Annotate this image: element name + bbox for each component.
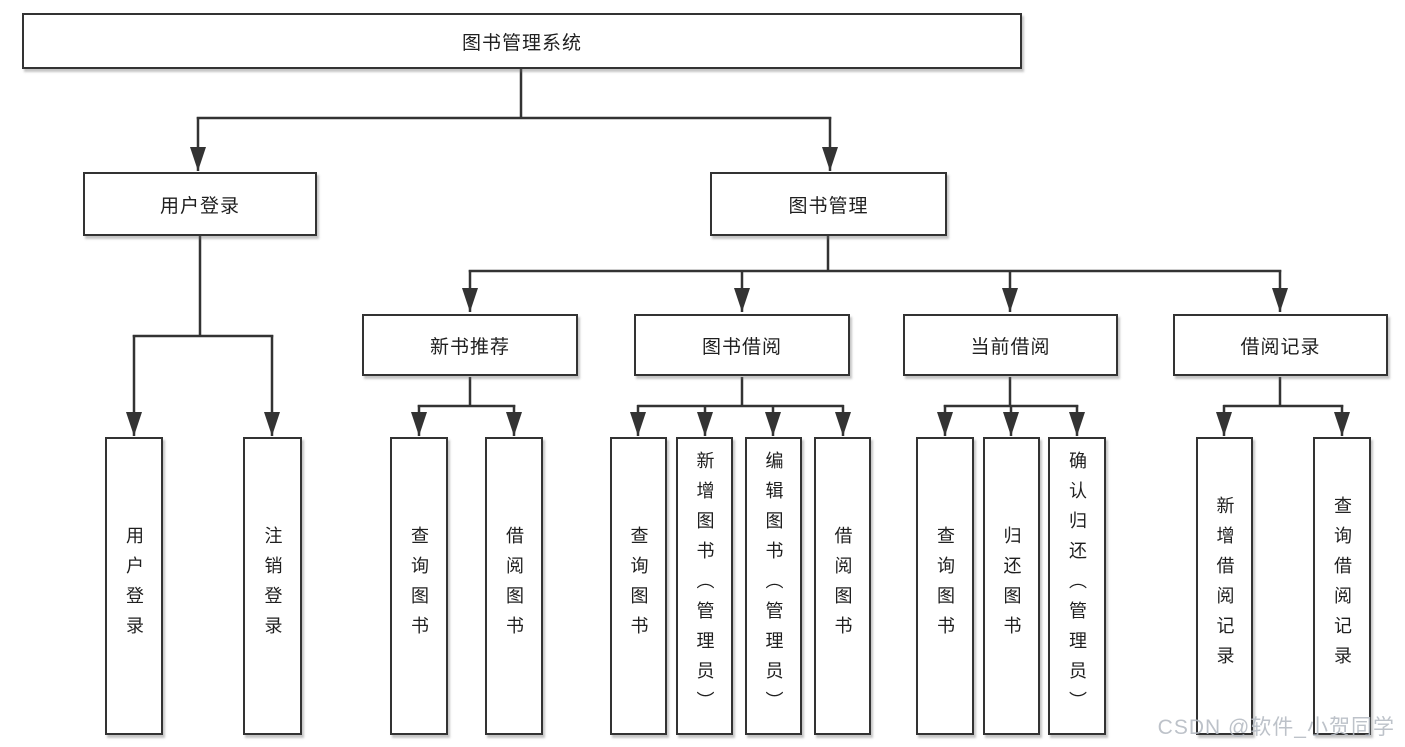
node-book-borrowing: 图书借阅 bbox=[634, 314, 850, 376]
node-label: 新增借阅记录 bbox=[1214, 496, 1235, 676]
node-label: 查询图书 bbox=[409, 526, 429, 646]
node-label: 注销登录 bbox=[262, 526, 283, 646]
node-leaf-bb-edit-book-admin: 编辑图书（管理员） bbox=[745, 437, 802, 735]
node-label: 当前借阅 bbox=[970, 336, 1051, 358]
node-root-library-system: 图书管理系统 bbox=[22, 13, 1022, 69]
node-leaf-cb-return-book: 归还图书 bbox=[983, 437, 1040, 735]
node-new-book-recommendation: 新书推荐 bbox=[362, 314, 578, 376]
node-label: 查询借阅记录 bbox=[1332, 496, 1352, 676]
node-leaf-cb-query-book: 查询图书 bbox=[916, 437, 974, 735]
node-label: 图书管理 bbox=[788, 195, 869, 217]
edges-new-book-rec-children bbox=[411, 377, 522, 436]
edges-borrow-records-children bbox=[1216, 377, 1350, 436]
node-label: 借阅图书 bbox=[504, 526, 524, 646]
node-leaf-cb-confirm-return-admin: 确认归还（管理员） bbox=[1048, 437, 1106, 735]
edges-book-borrow-children bbox=[630, 377, 851, 436]
node-borrowing-records: 借阅记录 bbox=[1173, 314, 1388, 376]
edges-user-login-children bbox=[126, 236, 280, 436]
edges-root-to-level2 bbox=[190, 68, 838, 171]
edges-book-mgmt-children bbox=[462, 236, 1288, 312]
node-label: 借阅记录 bbox=[1240, 336, 1321, 358]
node-leaf-bb-borrow-book: 借阅图书 bbox=[814, 437, 871, 735]
node-label: 归还图书 bbox=[1001, 526, 1022, 646]
node-label: 图书借阅 bbox=[701, 336, 782, 358]
node-leaf-user-login: 用户登录 bbox=[105, 437, 163, 735]
node-label: 图书管理系统 bbox=[461, 32, 582, 54]
node-label: 用户登录 bbox=[124, 526, 144, 646]
node-leaf-logout: 注销登录 bbox=[243, 437, 302, 735]
node-leaf-bb-query-book: 查询图书 bbox=[610, 437, 667, 735]
node-label: 借阅图书 bbox=[832, 526, 853, 646]
node-label: 查询图书 bbox=[935, 526, 955, 646]
node-leaf-br-add-record: 新增借阅记录 bbox=[1196, 437, 1253, 735]
node-label: 查询图书 bbox=[628, 526, 649, 646]
node-leaf-rec-borrow-book: 借阅图书 bbox=[485, 437, 543, 735]
node-label: 用户登录 bbox=[159, 195, 240, 217]
csdn-watermark: CSDN @软件_小贺同学 bbox=[1157, 716, 1395, 739]
node-current-borrowing: 当前借阅 bbox=[903, 314, 1118, 376]
node-label: 确认归还（管理员） bbox=[1067, 451, 1087, 721]
node-book-management-group: 图书管理 bbox=[710, 172, 947, 236]
node-leaf-rec-query-book: 查询图书 bbox=[390, 437, 448, 735]
node-leaf-br-query-record: 查询借阅记录 bbox=[1313, 437, 1371, 735]
node-label: 新书推荐 bbox=[429, 336, 510, 358]
node-label: 编辑图书（管理员） bbox=[763, 451, 784, 721]
node-label: 新增图书（管理员） bbox=[694, 451, 715, 721]
node-leaf-bb-add-book-admin: 新增图书（管理员） bbox=[676, 437, 733, 735]
node-user-login-group: 用户登录 bbox=[83, 172, 317, 236]
edges-current-borrow-children bbox=[937, 377, 1085, 436]
